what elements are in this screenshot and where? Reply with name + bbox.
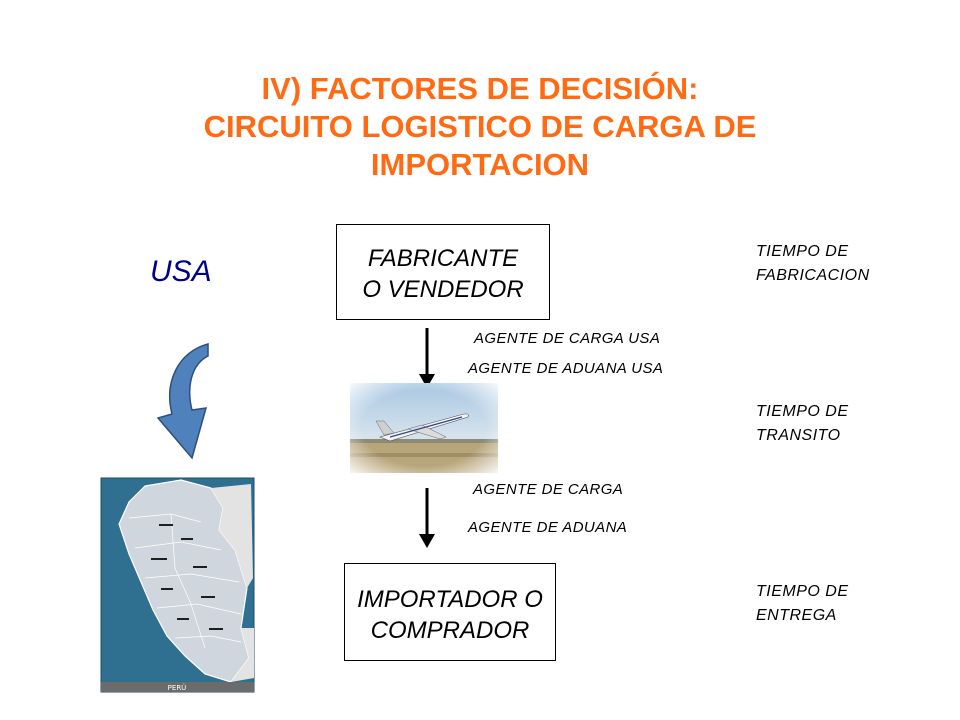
agent-carga-usa: AGENTE DE CARGA USA	[474, 330, 661, 347]
peru-map: PERÚ	[100, 477, 255, 693]
fabricante-line-1: FABRICANTE	[367, 245, 519, 272]
tiempo-fabricacion-line-1: TIEMPO DE	[756, 243, 849, 260]
airplane-photo	[350, 383, 498, 473]
map-country-label: PERÚ	[168, 683, 187, 692]
agent-aduana-usa: AGENTE DE ADUANA USA	[468, 360, 664, 377]
tiempo-fabricacion-line-2: FABRICACION	[756, 267, 870, 284]
title-line-1: IV) FACTORES DE DECISIÓN:	[261, 71, 699, 106]
curved-arrow-icon	[156, 343, 209, 460]
tiempo-entrega-line-2: ENTREGA	[756, 607, 837, 624]
tiempo-entrega: TIEMPO DE ENTREGA	[756, 580, 849, 628]
fabricante-box: FABRICANTE O VENDEDOR	[336, 224, 550, 320]
tiempo-transito-line-2: TRANSITO	[756, 427, 841, 444]
tiempo-fabricacion: TIEMPO DE FABRICACION	[756, 240, 870, 288]
down-arrow-bottom	[419, 488, 435, 548]
tiempo-entrega-line-1: TIEMPO DE	[756, 583, 849, 600]
importador-line-2: COMPRADOR	[370, 617, 530, 644]
title-line-2: CIRCUITO LOGISTICO DE CARGA DE	[203, 109, 757, 144]
origin-label: USA	[150, 255, 212, 288]
fabricante-line-2: O VENDEDOR	[362, 276, 524, 303]
agent-aduana: AGENTE DE ADUANA	[468, 519, 628, 536]
importador-box: IMPORTADOR O COMPRADOR	[344, 563, 556, 661]
importador-line-1: IMPORTADOR O	[357, 586, 543, 613]
down-arrow-top	[419, 328, 435, 388]
agent-carga: AGENTE DE CARGA	[473, 481, 624, 498]
slide-title: IV) FACTORES DE DECISIÓN: CIRCUITO LOGIS…	[0, 70, 960, 184]
title-line-3: IMPORTACION	[370, 147, 590, 182]
tiempo-transito-line-1: TIEMPO DE	[756, 403, 849, 420]
tiempo-transito: TIEMPO DE TRANSITO	[756, 400, 849, 448]
